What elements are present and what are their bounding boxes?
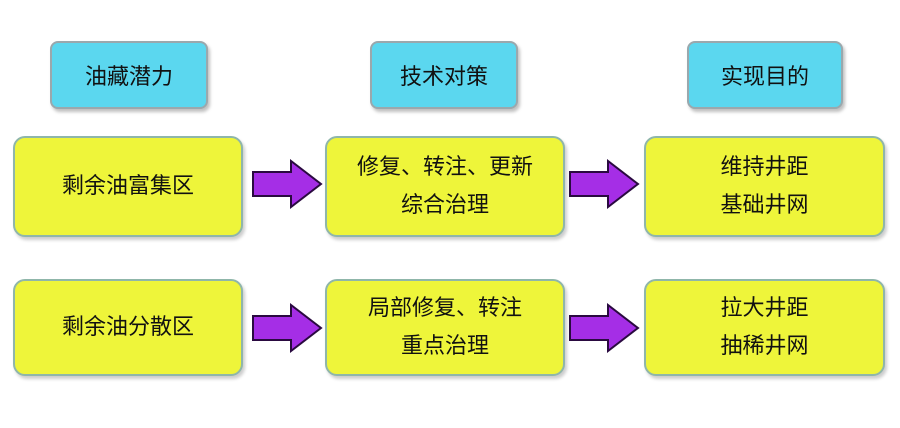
box-text-line: 综合治理 <box>400 192 489 218</box>
box-text-line: 拉大井距 <box>720 295 809 321</box>
right-arrow-icon <box>569 303 640 353</box>
right-arrow-icon <box>252 159 323 209</box>
box-partial-repair-convert: 局部修复、转注 重点治理 <box>325 279 565 376</box>
box-text-line: 重点治理 <box>400 333 489 359</box>
header-reservoir-potential: 油藏潜力 <box>50 41 208 109</box>
box-repair-convert-renew: 修复、转注、更新 综合治理 <box>325 136 565 237</box>
box-text-line: 局部修复、转注 <box>367 295 522 321</box>
box-text-line: 剩余油分散区 <box>61 314 194 340</box>
box-text-line: 抽稀井网 <box>720 333 809 359</box>
header-label: 技术对策 <box>399 65 488 90</box>
right-arrow-icon <box>252 303 323 353</box>
header-technical-measures: 技术对策 <box>370 41 518 109</box>
header-goal: 实现目的 <box>687 41 843 109</box>
box-text-line: 修复、转注、更新 <box>356 154 533 180</box>
box-maintain-well-spacing: 维持井距 基础井网 <box>644 136 885 237</box>
box-text-line: 基础井网 <box>720 192 809 218</box>
box-rich-remaining-oil-zone: 剩余油富集区 <box>13 136 243 237</box>
box-widen-well-spacing: 拉大井距 抽稀井网 <box>644 279 885 376</box>
box-text-line: 维持井距 <box>720 154 809 180</box>
box-scattered-remaining-oil-zone: 剩余油分散区 <box>13 279 243 376</box>
header-label: 油藏潜力 <box>84 65 173 90</box>
box-text-line: 剩余油富集区 <box>61 173 194 199</box>
right-arrow-icon <box>569 159 640 209</box>
header-label: 实现目的 <box>720 65 809 90</box>
